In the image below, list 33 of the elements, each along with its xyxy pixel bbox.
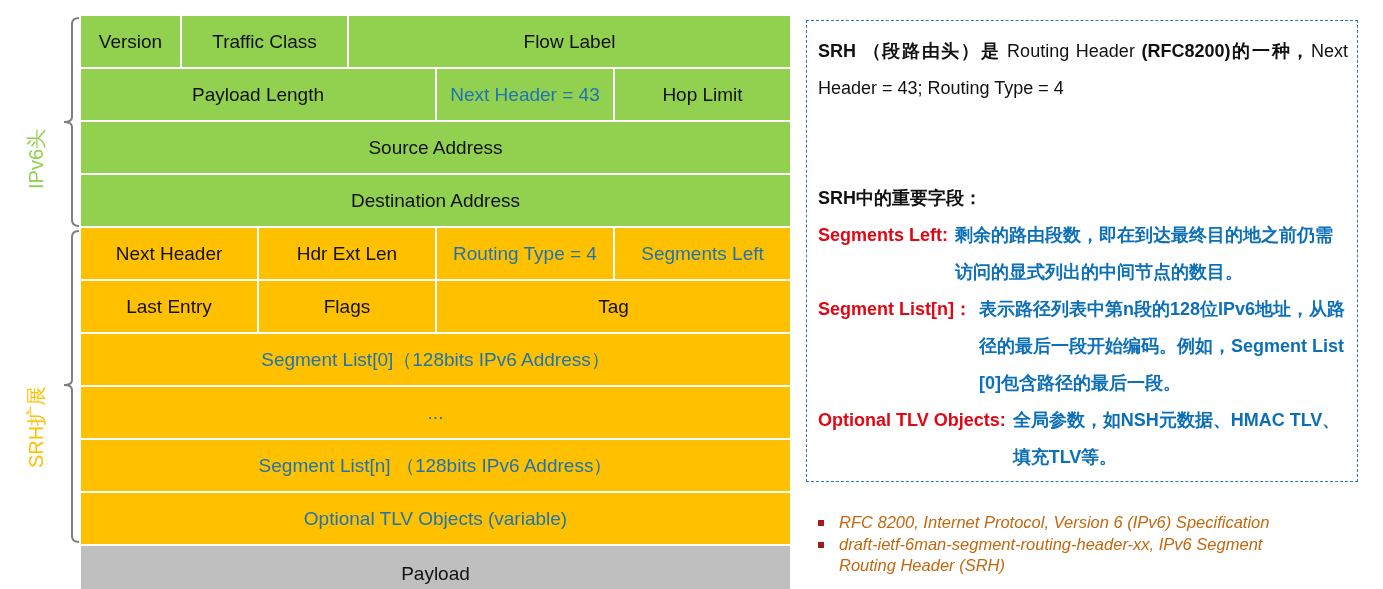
intro-text: SRH （段路由头）是 Routing Header (RFC8200)的一种，Next Header = 43; Routing Type = 4 (818, 40, 1348, 100)
packet-field: Source Address (81, 122, 790, 173)
packet-field: Hdr Ext Len (259, 228, 435, 279)
packet-field: Hop Limit (615, 69, 790, 120)
field-description: 剩余的路由段数，即在到达最终目的地之前仍需访问的显式列出的中间节点的数目。 (955, 224, 1335, 284)
reference-text: draft-ietf-6man-segment-routing-header-xx, IPv6 Segment Routing Header (SRH) (839, 534, 1264, 576)
reference-text: RFC 8200, Internet Protocol, Version 6 (IPv6) Specification (839, 512, 1271, 533)
field-term: Optional TLV Objects: (818, 409, 1006, 432)
packet-field: Next Header = 43 (437, 69, 613, 120)
packet-field: Payload (81, 546, 790, 589)
packet-field: Next Header (81, 228, 257, 279)
packet-field: Flags (259, 281, 435, 332)
bracket-label: IPv6头 (25, 129, 47, 189)
field-term: Segments Left: (818, 224, 949, 247)
packet-field: ... (81, 387, 790, 438)
packet-field: Routing Type = 4 (437, 228, 613, 279)
packet-field: Segment List[0]（128bits IPv6 Address） (81, 334, 790, 385)
field-description: 表示路径列表中第n段的128位IPv6地址，从路径的最后一段开始编码。例如，Segment List [0]包含路径的最后一段。 (979, 298, 1347, 395)
packet-field: Destination Address (81, 175, 790, 226)
description-panel (806, 20, 1358, 482)
packet-field: Optional TLV Objects (variable) (81, 493, 790, 544)
field-description: 全局参数，如NSH元数据、HMAC TLV、填充TLV等。 (1012, 409, 1342, 469)
packet-field: Last Entry (81, 281, 257, 332)
packet-field: Payload Length (81, 69, 435, 120)
packet-field: Traffic Class (182, 16, 347, 67)
packet-field: Flow Label (349, 16, 790, 67)
packet-field: Tag (437, 281, 790, 332)
packet-field: Version (81, 16, 180, 67)
packet-field: Segments Left (615, 228, 790, 279)
bracket-label: SRH扩展 (25, 385, 48, 469)
field-term: Segment List[n]： (818, 298, 972, 321)
packet-field: Segment List[n] （128bits IPv6 Address） (81, 440, 790, 491)
section-heading: SRH中的重要字段： (818, 187, 983, 210)
